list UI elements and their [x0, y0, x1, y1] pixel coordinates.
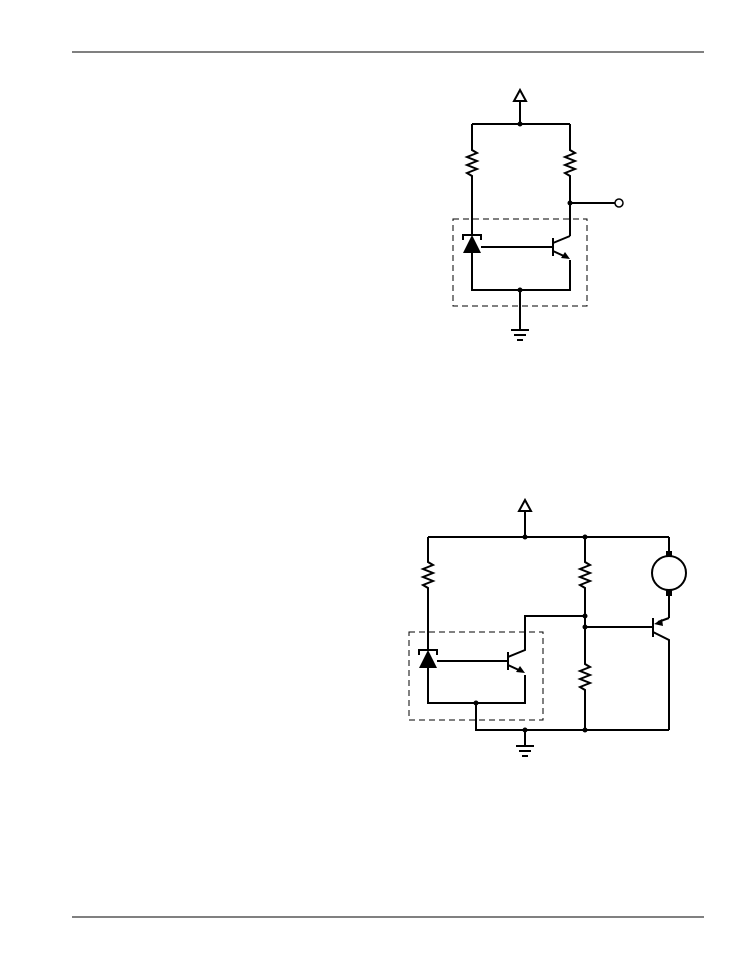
- npn-transistor-icon: [507, 615, 585, 673]
- supply-arrow-icon: [512, 87, 528, 102]
- junction-dot: [582, 727, 588, 733]
- supply-arrow-icon: [517, 497, 533, 512]
- ground-icon: [511, 290, 529, 341]
- resistor-icon: [464, 124, 480, 235]
- circuit-diagram-2: [408, 497, 687, 757]
- ic-package-outline: [408, 631, 544, 721]
- resistor-icon: [562, 124, 578, 236]
- junction-dot: [517, 121, 523, 127]
- npn-transistor-icon: [552, 235, 571, 259]
- circuit-diagram-1: [452, 87, 624, 341]
- pnp-transistor-icon: [652, 617, 670, 730]
- ground-icon: [516, 730, 534, 757]
- zener-icon: [418, 649, 438, 668]
- output-terminal-icon: [614, 198, 624, 208]
- resistor-icon: [420, 537, 436, 650]
- resistor-icon: [577, 537, 593, 730]
- junction-dot: [522, 534, 528, 540]
- zener-icon: [462, 234, 482, 253]
- motor-icon: [651, 537, 687, 618]
